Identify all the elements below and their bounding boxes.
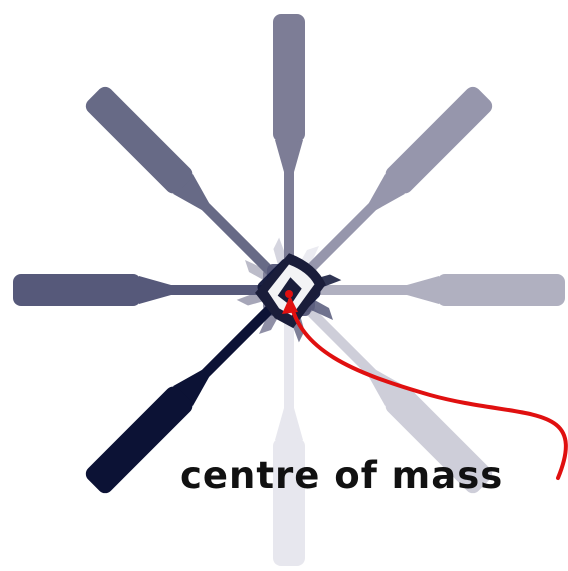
- centre-of-mass-label: centre of mass: [180, 454, 503, 497]
- centre-of-mass-arrow: [282, 290, 566, 478]
- centre-of-mass-dot: [285, 290, 293, 298]
